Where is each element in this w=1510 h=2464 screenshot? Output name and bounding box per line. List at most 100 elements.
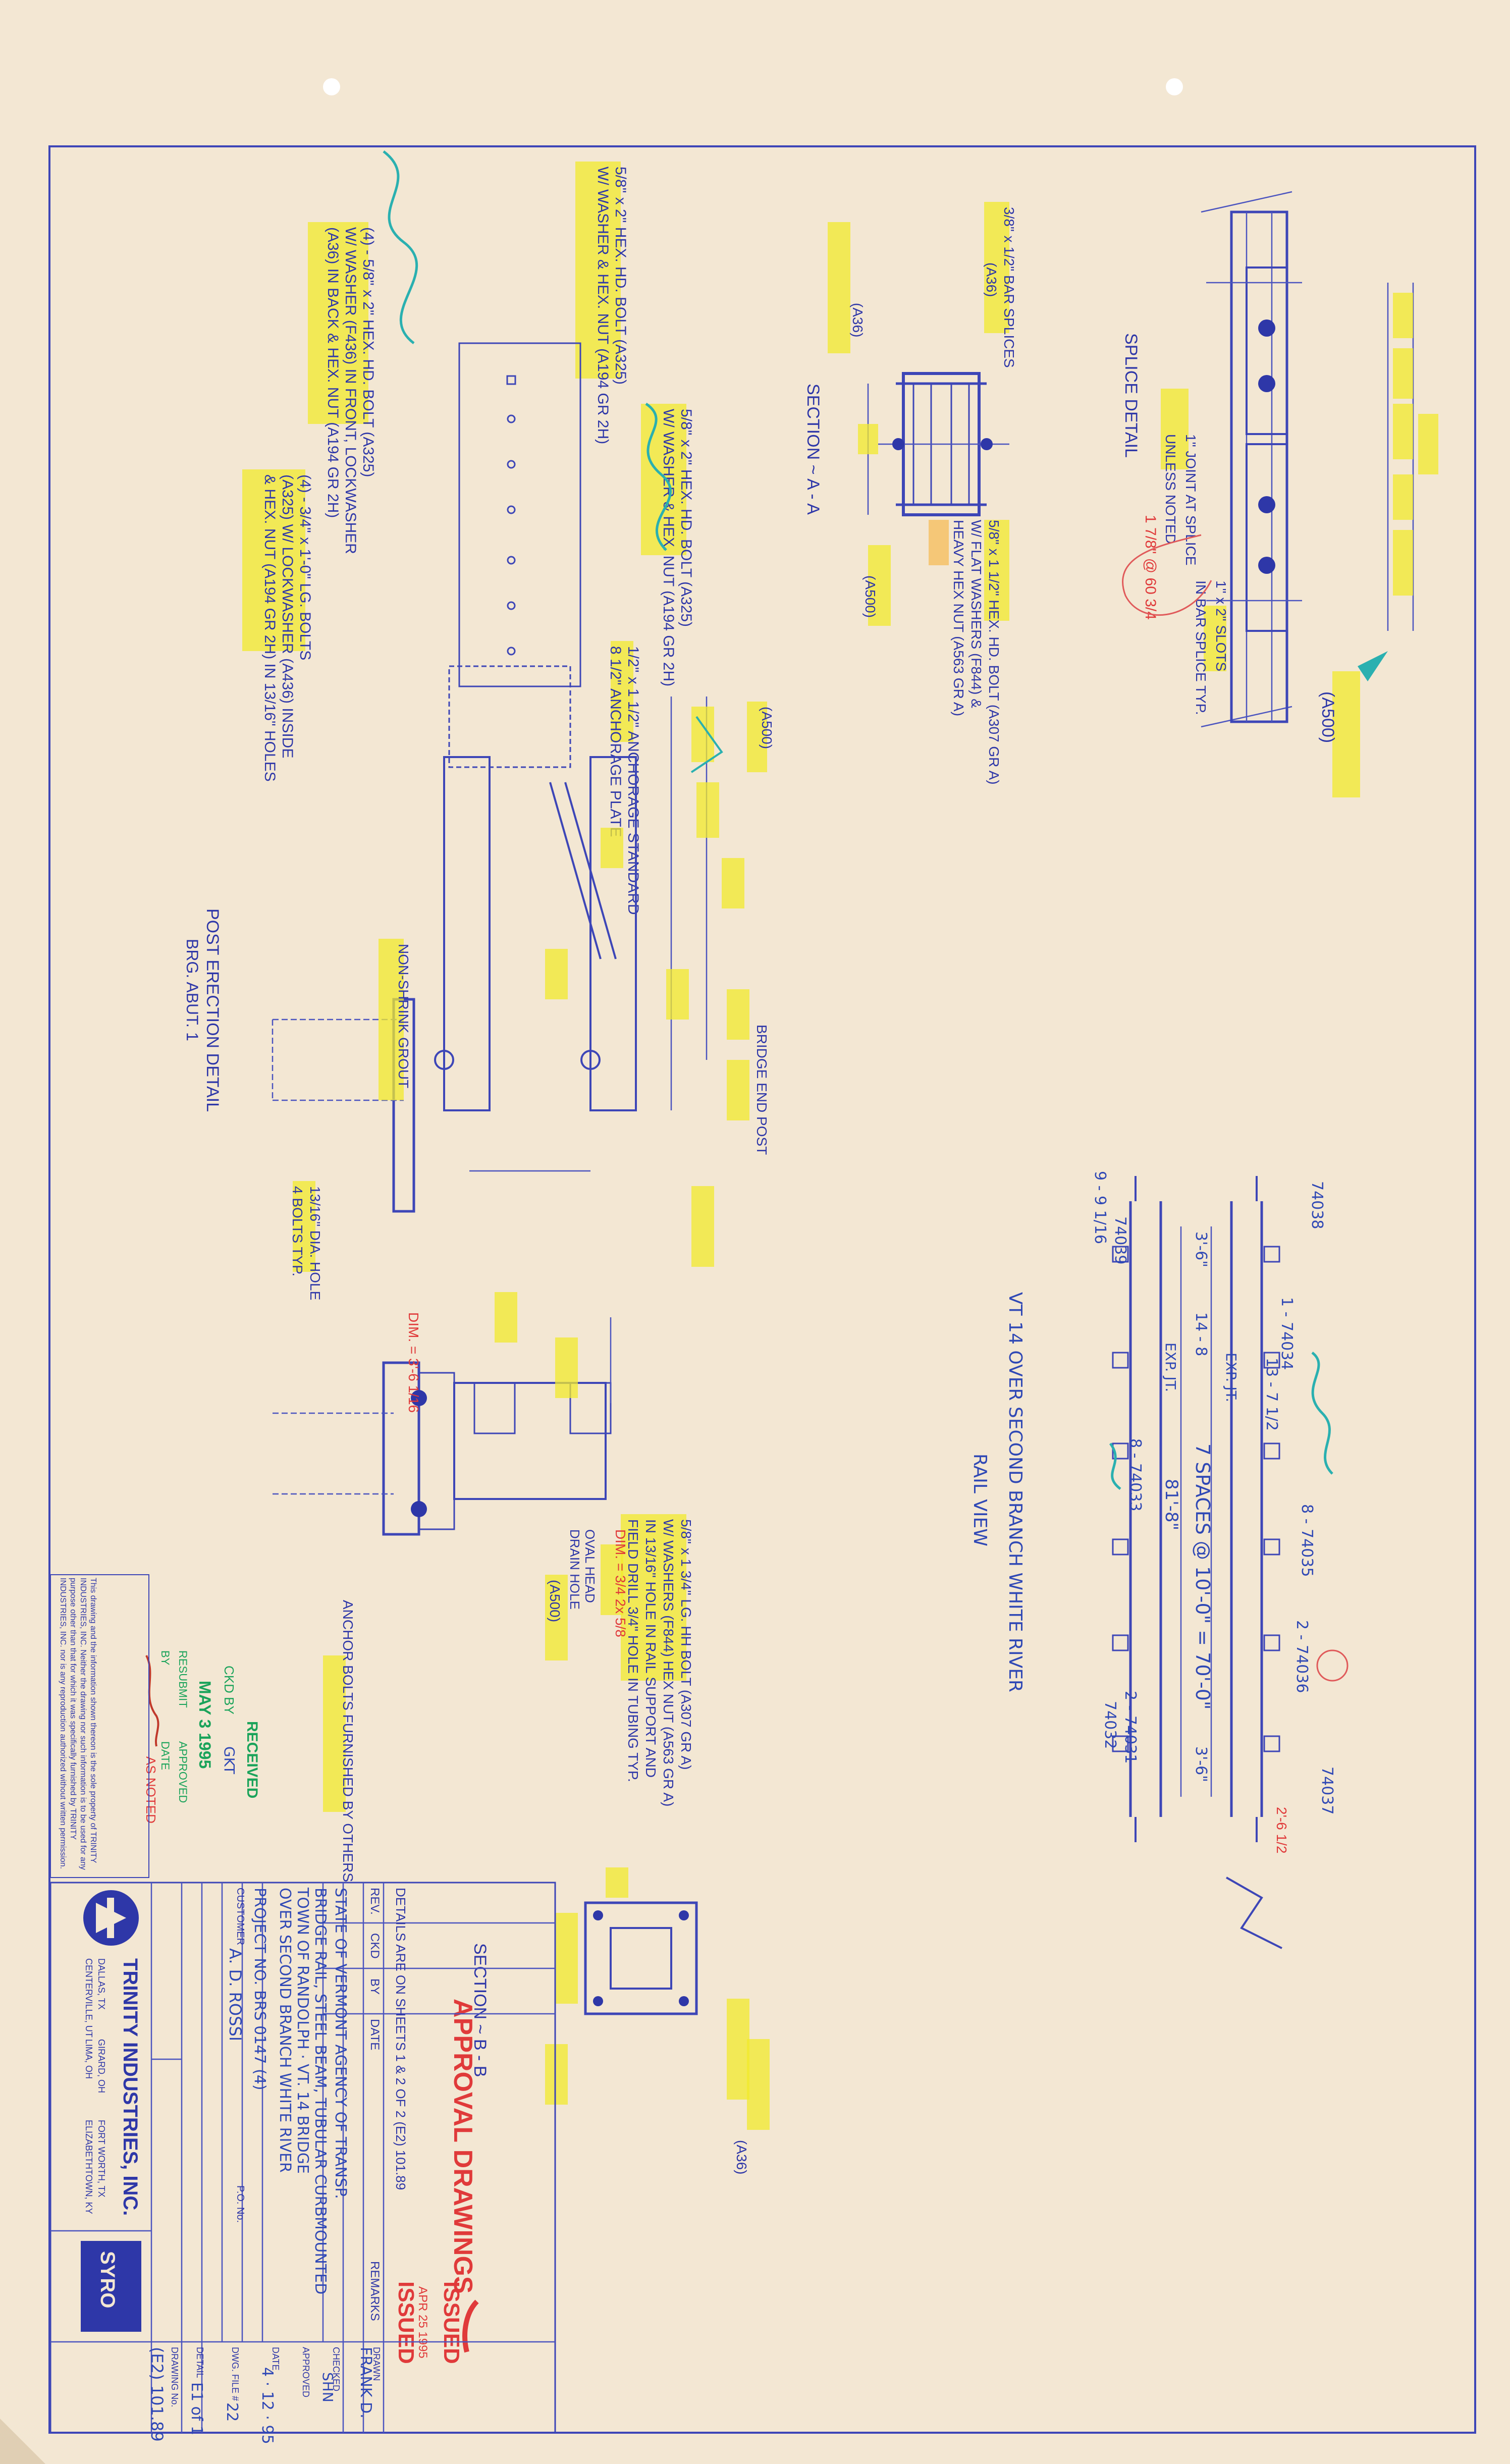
- approval-stamp: APPROVAL DRAWINGS: [448, 1999, 477, 2294]
- project-line-2: BRIDGE RAIL, STEEL BEAM, TUBULAR CURBMOU…: [311, 1888, 329, 2294]
- section-a-a: SECTION ~ A - A 3/8" x 1/2" BAR SPLICES …: [803, 202, 1017, 785]
- handwritten-part-1: 74039: [1111, 1216, 1129, 1264]
- title-block: REV. CKD BY DATE REMARKS DETAILS ARE ON …: [49, 1882, 556, 2444]
- anchorage-note: 1/2" x 1 1/2" ANCHORAGE STANDARD: [625, 646, 641, 915]
- joint-note: 1" JOINT AT SPLICE: [1183, 434, 1199, 565]
- drawing-number: (E2) 101.89: [147, 2347, 167, 2442]
- slot-note-2: IN BAR SPLICE TYP.: [1193, 580, 1209, 715]
- handwritten-part-8: 8 - 74033: [1126, 1438, 1144, 1511]
- section-bolt-note: 5/8" x 1 1/2" HEX. HD. BOLT (A307 GR A): [986, 520, 1002, 785]
- issued-stamp: ISSUED APR 25 1995 ISSUED: [394, 2281, 479, 2364]
- punch-hole: [323, 78, 340, 95]
- support-bolt-note-2: W/ WASHERS (F844) HEX NUT (A563 GR A): [661, 1519, 676, 1806]
- title-date: 4 · 12 · 95: [258, 2367, 276, 2444]
- location-5: LIMA, OH: [84, 2039, 94, 2079]
- bolt-note-line-2: W/ WASHER & HEX. NUT (A194 GR 2H): [595, 167, 611, 444]
- handwritten-part-5: 2 - 74031: [1121, 1691, 1139, 1763]
- spaces-dimension: 7 SPACES @ 10'-0" = 70'-0": [1192, 1443, 1214, 1709]
- anchor-bolts-note: ANCHOR BOLTS FURNISHED BY OTHERS: [340, 1600, 356, 1882]
- support-bolt-note-4: FIELD DRILL 3/4" HOLE IN TUBING TYP.: [625, 1519, 641, 1782]
- disclaimer-block: This drawing and the information shown t…: [50, 1574, 149, 1878]
- section-b-a36-label: (A36): [734, 2140, 749, 2174]
- dwg-file-label: DWG. FILE #: [230, 2347, 240, 2401]
- plate-bolt-note-2: (A325) W/ LOCKWASHER (A436) INSIDE: [279, 474, 296, 758]
- syro-logo-text: SYRO: [96, 2251, 119, 2308]
- approved-label: APPROVED: [177, 1741, 189, 1803]
- trinity-logo: SYRO: [81, 1890, 141, 2332]
- section-a36-label: (A36): [850, 303, 866, 337]
- oval-head-note: OVAL HEAD: [582, 1529, 598, 1603]
- issued-mark-1: ISSUED: [439, 2281, 464, 2364]
- title-date-label: DATE: [271, 2347, 281, 2371]
- exp-jt-label-2: EXP. JT.: [1162, 1343, 1179, 1392]
- issued-mark-2: ISSUED: [394, 2281, 418, 2364]
- bolt-note-line-3: (4) - 5/8" x 2" HEX. HD. BOLT (A325): [360, 227, 376, 477]
- exp-jt-label: EXP. JT.: [1223, 1353, 1239, 1402]
- support-bolt-note: 5/8" x 1 3/4" LG. HH BOLT (A307 GR A): [678, 1519, 694, 1770]
- red-dim-note: DIM. = 3/4 2x 5/8: [613, 1529, 628, 1637]
- detail-value: E1 of 1: [188, 2382, 205, 2435]
- post-erection-detail: POST ERECTION DETAIL BRG. ABUT. 1 NON-SH…: [183, 342, 775, 1300]
- handwritten-part-4: 2 - 74036: [1293, 1620, 1311, 1693]
- bar-splice-material: (A36): [984, 262, 999, 297]
- section-bolt-note-3: HEAVY HEX NUT (A563 GR A): [951, 520, 966, 716]
- rail-view-subtitle: RAIL VIEW: [969, 1454, 990, 1546]
- remarks-header: REMARKS: [368, 2261, 382, 2321]
- rail-bolt-note: 5/8" x 2" HEX. HD. BOLT (A325): [678, 409, 694, 627]
- section-b-b: SECTION ~ B - B (A36): [470, 1867, 770, 2174]
- checked-label: CHECKED: [331, 2347, 341, 2391]
- handwritten-dim-4: 3'-6": [1192, 1746, 1210, 1782]
- bolt-note-line-5: (A36) IN BACK & HEX. NUT (A194 GR 2H): [325, 227, 341, 518]
- stamp-by-label: BY: [159, 1650, 172, 1666]
- stamp-date-label: DATE: [159, 1741, 172, 1770]
- red-dim-note-2: DIM. = 3'-6 1/16: [406, 1312, 421, 1413]
- handwritten-part-9: 1 - 74034: [1278, 1297, 1296, 1370]
- brg-abut-title: BRG. ABUT. 1: [183, 939, 201, 1041]
- plate-bolt-note: (4) - 3/4" x 1'-0" LG. BOLTS: [297, 474, 313, 660]
- field-hole-note-2: 4 BOLTS TYP.: [290, 1186, 305, 1276]
- field-hole-note: 13/16" DIA. HOLE: [307, 1186, 323, 1300]
- section-a-a-title: SECTION ~ A - A: [803, 384, 823, 515]
- as-noted-mark: AS NOTED: [143, 1756, 158, 1824]
- disclaimer-text: This drawing and the information shown t…: [59, 1578, 97, 1870]
- issued-date: APR 25 1995: [416, 2286, 429, 2359]
- post-erection-title: POST ERECTION DETAIL: [203, 908, 222, 1112]
- grout-note: NON-SHRINK GROUT: [396, 944, 411, 1088]
- ckd-by-value: GKT: [221, 1746, 238, 1775]
- customer-label: CUSTOMER: [235, 1888, 246, 1945]
- drawing-no-label: DRAWING No.: [170, 2347, 180, 2407]
- handwritten-dim-5: 13 - 7 1/2: [1263, 1358, 1280, 1431]
- overall-length: 81'-8": [1161, 1479, 1181, 1530]
- drawn-by: FRANK D.: [357, 2347, 374, 2419]
- location-2: GIRARD, OH: [96, 2039, 106, 2093]
- rail-support-detail: 5/8" x 1 3/4" LG. HH BOLT (A307 GR A) W/…: [273, 1292, 694, 1882]
- received-stamp: RECEIVED CKD BY GKT MAY 3 1995 RESUBMIT …: [143, 1650, 260, 1824]
- splice-material-label: (A500): [1318, 691, 1337, 743]
- red-markup-note: 1 7/8" @ 60 3/4: [1142, 515, 1159, 620]
- po-label: P.O. No.: [235, 2185, 246, 2223]
- slot-note: 1" x 2" SLOTS: [1213, 580, 1229, 671]
- drawing-border: [48, 145, 1476, 2434]
- red-markup-dim: 2'-6 1/2: [1274, 1807, 1289, 1854]
- location-6: ELIZABETHTOWN, KY: [84, 2120, 94, 2214]
- rev-header: REV.: [368, 1888, 382, 1915]
- post-a500-label: (A500): [759, 707, 775, 749]
- section-a500-label: (A500): [862, 575, 878, 618]
- location-4: CENTERVILLE, UT: [84, 1958, 94, 2038]
- handwritten-part-6: 74032: [1101, 1701, 1119, 1749]
- location-3: FORT WORTH, TX: [96, 2120, 106, 2198]
- received-date: MAY 3 1995: [196, 1681, 214, 1769]
- project-line-3: TOWN OF RANDOLPH · VT. 14 BRIDGE: [294, 1887, 311, 2174]
- bolt-note-line-1: 5/8" x 2" HEX. HD. BOLT (A325): [612, 167, 629, 385]
- by-header: BY: [368, 1978, 382, 1995]
- section-bolt-note-2: W/ FLAT WASHERS (F844) &: [968, 520, 984, 708]
- customer-name: A. D. ROSSI: [226, 1948, 245, 2041]
- handwritten-part-3: 8 - 74035: [1298, 1504, 1316, 1577]
- ckd-by-label: CKD BY: [222, 1666, 237, 1715]
- handwritten-part-7: 74037: [1318, 1766, 1336, 1814]
- rail-view-title: VT 14 OVER SECOND BRANCH WHITE RIVER: [1005, 1292, 1026, 1692]
- splice-detail-title: SPLICE DETAIL: [1121, 333, 1141, 458]
- company-name: TRINITY INDUSTRIES, INC.: [119, 1958, 141, 2216]
